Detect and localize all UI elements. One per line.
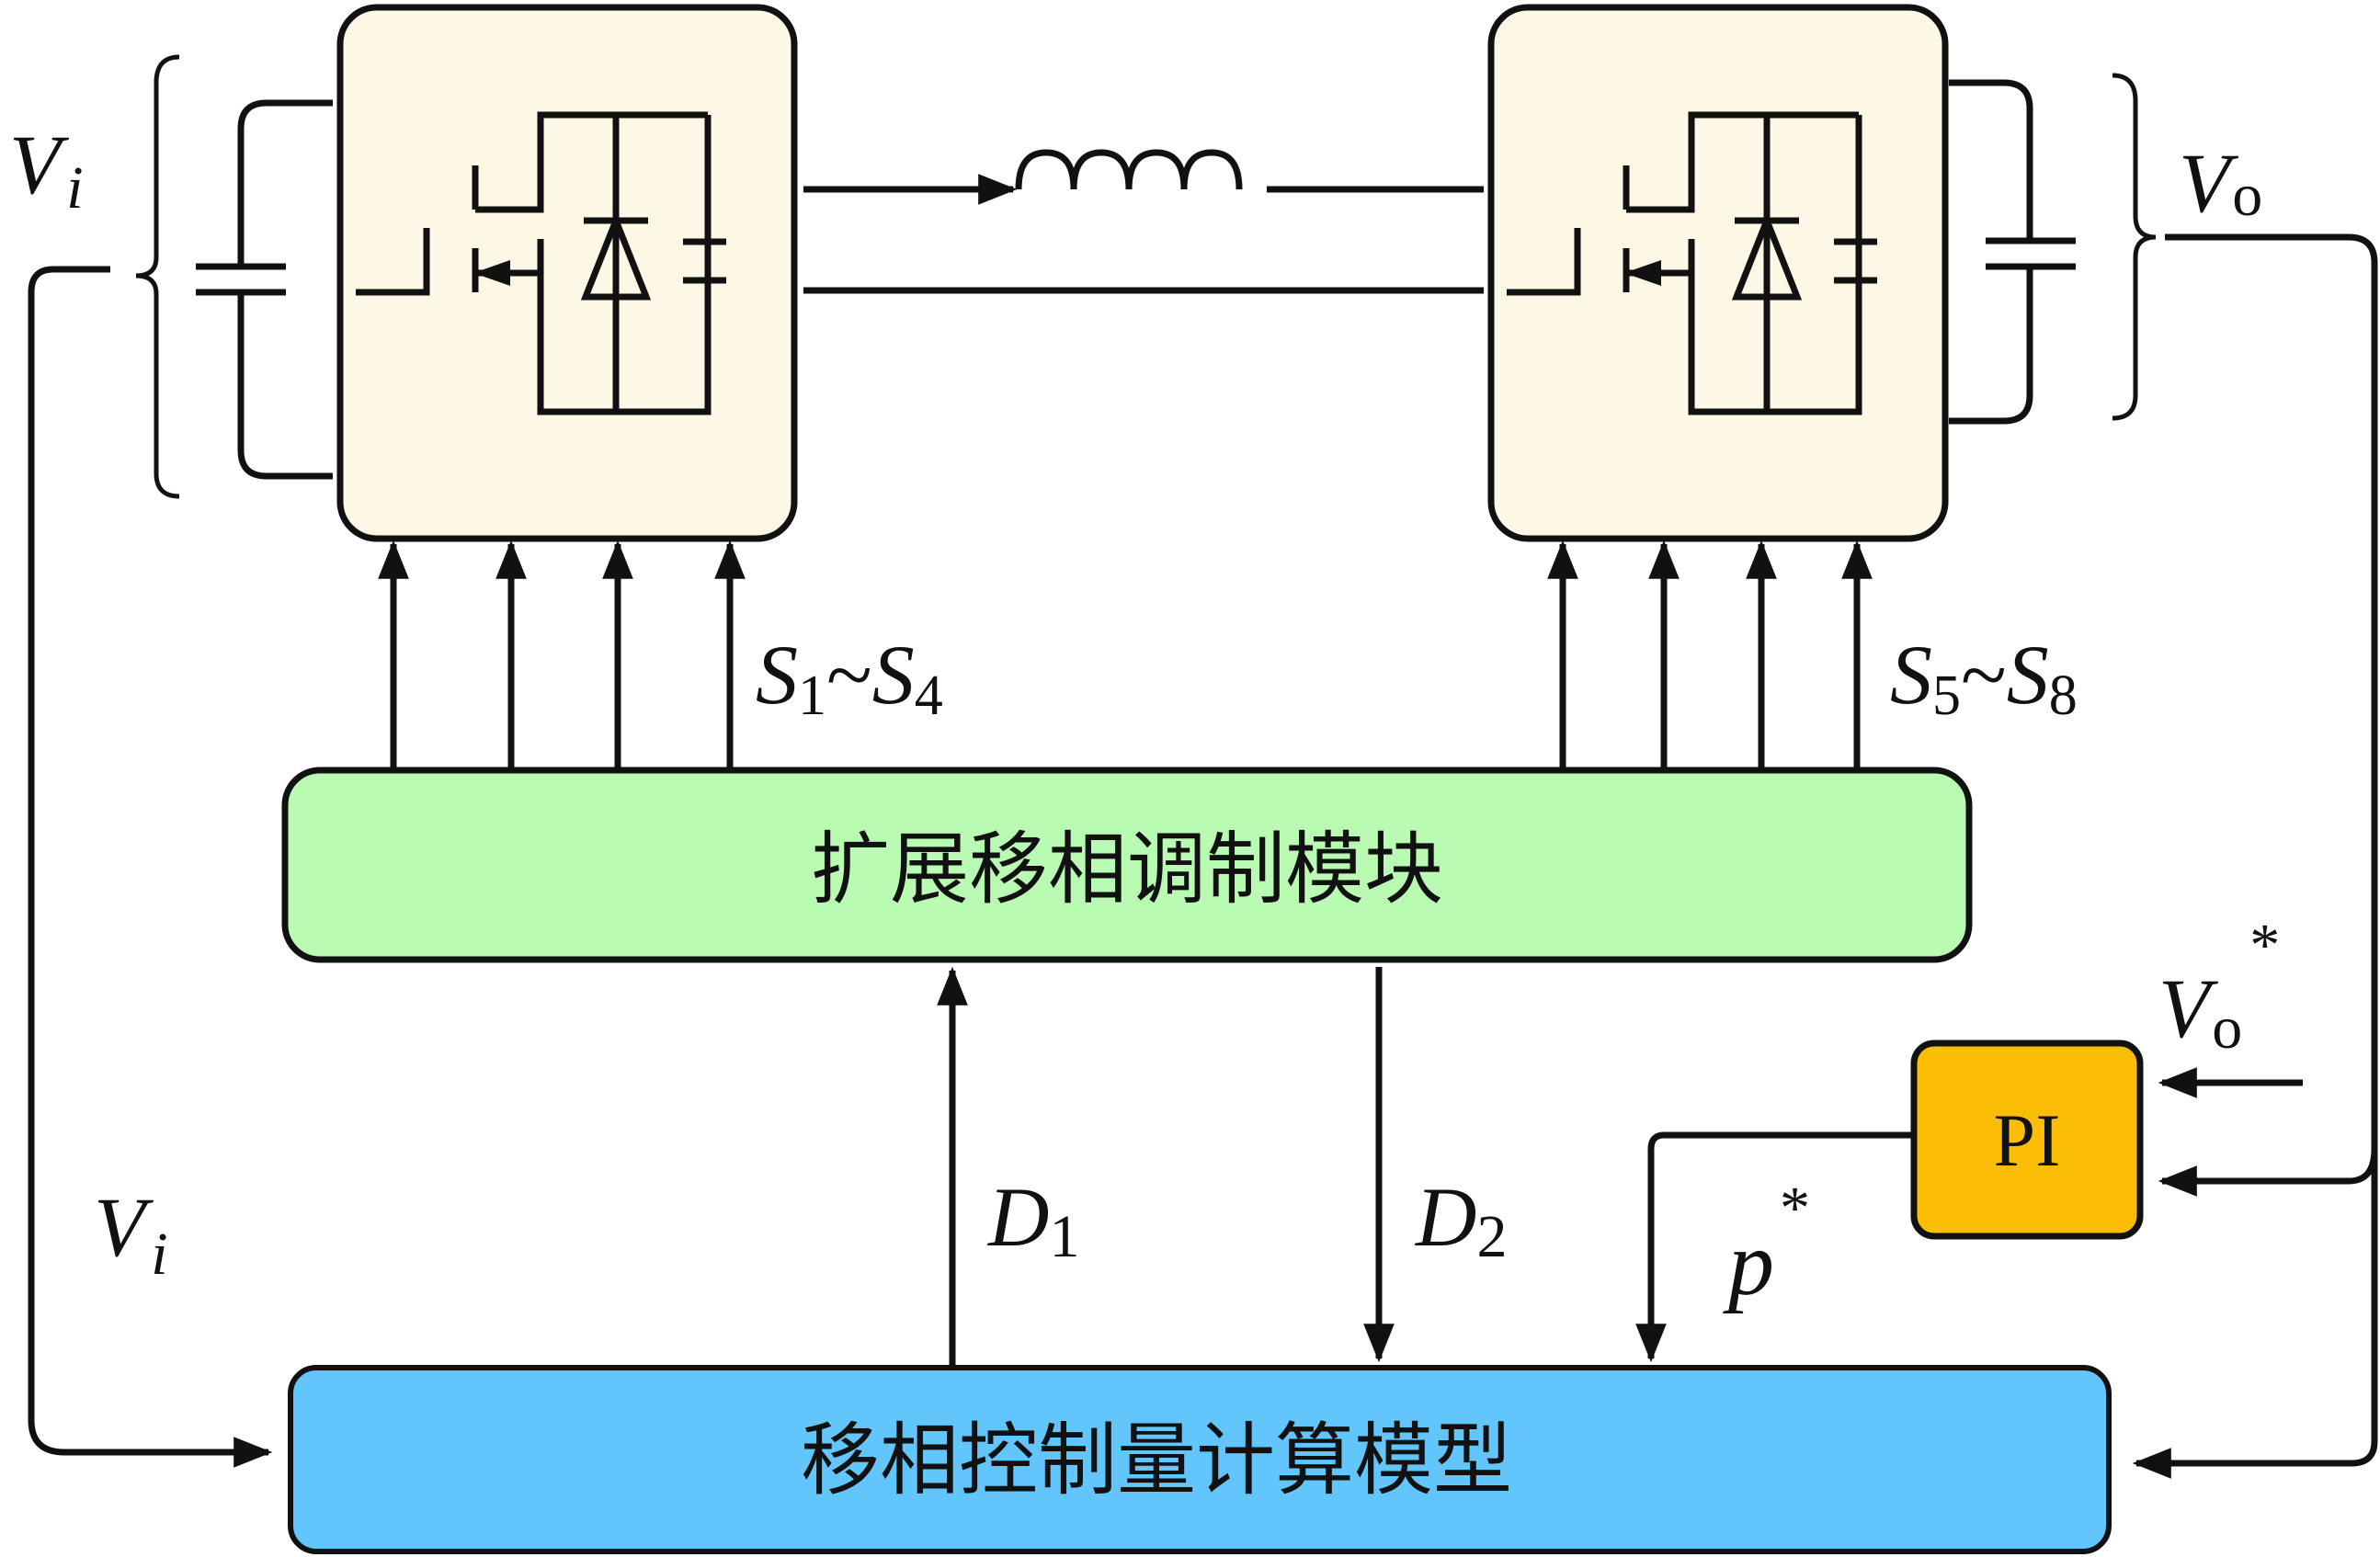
output-capacitor [1949, 79, 2076, 425]
vi-top-label: Vi [9, 118, 84, 222]
phase-calc-model-block [288, 1365, 2112, 1554]
left-switch-signals [378, 540, 746, 767]
vo-to-pi-line [2158, 1148, 2378, 1197]
vi-feedback-line [28, 266, 273, 1468]
vo-feedback-line [2132, 233, 2378, 1479]
vi-bottom-label: Vi [94, 1180, 168, 1288]
output-brace [2112, 73, 2157, 421]
s1-s4-label: S1~S4 [756, 628, 943, 727]
right-mosfet-icon [1507, 111, 1877, 415]
inductor-icon [1015, 149, 1243, 190]
input-brace [135, 54, 180, 499]
left-bridge-block [336, 4, 798, 542]
p-ref-line [1635, 1131, 1912, 1363]
esp-module-block [281, 767, 1973, 963]
s5-s8-label: S5~S8 [1890, 628, 2078, 727]
right-bridge-block [1487, 4, 1949, 542]
vo-ref-label: Vo* [2158, 912, 2280, 1062]
right-mosfet-arrow-icon [1624, 260, 1661, 286]
pi-label: PI [1994, 1098, 2061, 1182]
d2-label: D2 [1414, 1170, 1507, 1270]
pi-block [1910, 1040, 2144, 1240]
phase-calc-model-label: 移相控制量计算模型 [801, 1415, 1512, 1506]
p-ref-label: p* [1723, 1175, 1810, 1314]
vo-top-label: Vo [2179, 136, 2262, 230]
esp-module-label: 扩展移相调制模块 [811, 824, 1443, 915]
right-switch-signals [1547, 540, 1873, 767]
input-capacitor [196, 99, 333, 480]
d1-label: D1 [986, 1170, 1079, 1270]
right-diode-icon [1731, 211, 1803, 301]
left-diode-icon [580, 211, 652, 301]
left-mosfet-arrow-icon [473, 260, 510, 286]
